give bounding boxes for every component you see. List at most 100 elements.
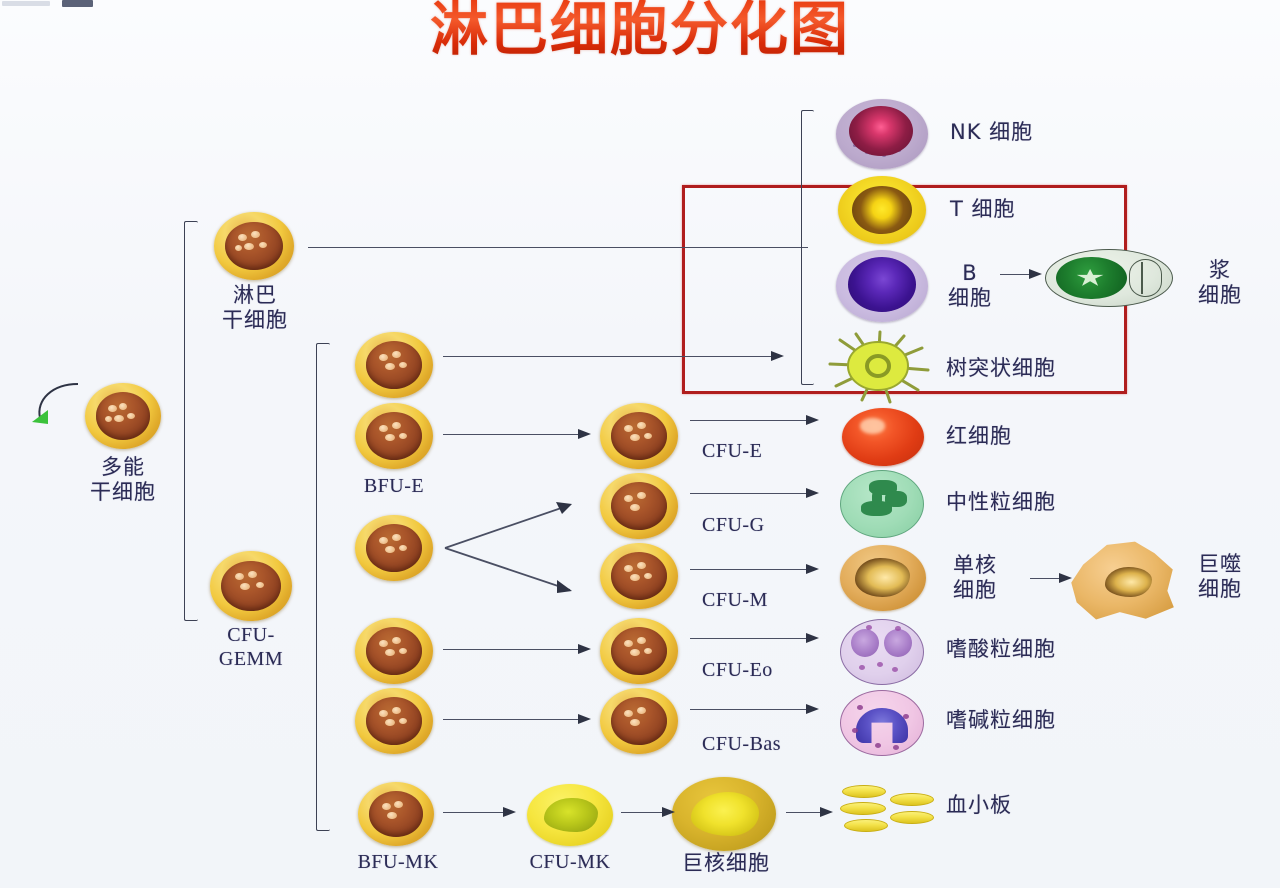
cfu-gemm-icon	[210, 551, 292, 621]
erythrocyte-icon	[842, 408, 924, 466]
arrow-head-b-plasma	[1029, 269, 1042, 279]
bas-progenitor-icon	[355, 688, 433, 754]
arrow-line-cfumk-mega	[621, 812, 665, 813]
cfu-eo-label: CFU-Eo	[702, 659, 773, 681]
lymphoid-connector-line	[308, 247, 808, 248]
plasma-cell-icon	[1045, 249, 1173, 307]
arrow-head-bfu-e-cfu-e	[578, 429, 591, 439]
neutrophil-label: 中性粒细胞	[946, 490, 1056, 514]
page-title: 淋巴细胞分化图	[0, 0, 1280, 63]
monocyte-icon	[840, 545, 926, 611]
cfu-bas-label: CFU-Bas	[702, 733, 782, 755]
cfu-gemm-output-bracket	[316, 343, 330, 831]
cfu-g-icon	[600, 473, 678, 539]
cfu-eo-icon	[600, 618, 678, 684]
basophil-label: 嗜碱粒细胞	[946, 708, 1056, 732]
bfu-e-label: BFU-E	[363, 475, 425, 497]
arrow-head-mega-plt	[820, 807, 833, 817]
cfu-mk-icon	[527, 784, 613, 846]
arrow-line-mega-plt	[786, 812, 824, 813]
platelet-icon	[890, 793, 934, 806]
browser-chrome-fragment	[0, 0, 96, 9]
erythrocyte-label: 红细胞	[946, 424, 1012, 448]
lymphoid-stem-cell-label: 淋巴 干细胞	[222, 283, 288, 332]
cfu-e-label: CFU-E	[702, 440, 763, 462]
plasma-cell-label: 浆 细胞	[1198, 258, 1242, 307]
progenitor-col1-1	[355, 332, 433, 398]
cfu-g-label: CFU-G	[702, 514, 765, 536]
arrow-head-cfu-eo-eos	[806, 633, 819, 643]
macrophage-icon	[1071, 541, 1174, 620]
megakaryocyte-label: 巨核细胞	[682, 851, 770, 875]
macrophage-label: 巨噬 细胞	[1198, 552, 1242, 601]
b-cell-label: B 细胞	[948, 261, 992, 310]
arrow-head-cfu-e-rbc	[806, 415, 819, 425]
arrow-head-eo	[578, 644, 591, 654]
arrow-line-b-plasma	[1000, 274, 1034, 275]
basophil-icon	[840, 690, 924, 756]
eosinophil-icon	[840, 619, 924, 685]
arrow-head-cfu-g-neu	[806, 488, 819, 498]
cfu-m-label: CFU-M	[702, 589, 768, 611]
b-cell-icon	[836, 250, 928, 322]
plasma-er-icon	[1129, 258, 1162, 298]
platelet-icon	[844, 819, 888, 832]
dendritic-cell-label: 树突状细胞	[946, 356, 1056, 380]
arrow-gm-to-cfu-m	[444, 547, 572, 593]
platelet-group-icon	[840, 785, 936, 837]
chrome-bar-dark	[62, 0, 93, 7]
arrow-line-cfu-bas-baso	[690, 709, 810, 710]
eosinophil-label: 嗜酸粒细胞	[946, 637, 1056, 661]
macrophage-nucleus	[1105, 566, 1152, 597]
cfu-e-icon	[600, 403, 678, 469]
gm-progenitor-icon	[355, 515, 433, 581]
platelet-icon	[840, 802, 886, 815]
dendritic-cell-icon	[828, 330, 930, 404]
arrow-line-mono-macro	[1030, 578, 1064, 579]
chrome-bar-light	[2, 1, 50, 6]
platelet-icon	[842, 785, 886, 798]
eo-progenitor-icon	[355, 618, 433, 684]
nk-cell-label: NK 细胞	[950, 120, 1034, 144]
erythrocyte-gloss	[860, 418, 885, 434]
monocyte-nucleus	[854, 557, 910, 598]
pluripotent-stem-cell-label: 多能 干细胞	[90, 455, 156, 504]
arrow-head-dendritic	[771, 351, 784, 361]
cfu-bas-icon	[600, 688, 678, 754]
t-cell-label: T 细胞	[950, 197, 1016, 221]
stem-branch-bracket	[184, 221, 198, 621]
arrow-line-dendritic	[443, 356, 773, 357]
bfu-mk-label: BFU-MK	[357, 851, 439, 873]
bfu-e-icon	[355, 403, 433, 469]
platelet-icon	[890, 811, 934, 824]
page-title-shadow: 淋巴细胞分化图	[0, 0, 1280, 63]
arrow-line-eo	[443, 649, 580, 650]
megakaryocyte-icon	[672, 777, 776, 851]
arrow-head-mono-macro	[1059, 573, 1072, 583]
arrow-head-bfumk-cfumk	[503, 807, 516, 817]
arrow-head-cfu-m-mono	[806, 564, 819, 574]
arrow-line-cfu-e-rbc	[690, 420, 810, 421]
bfu-mk-icon	[358, 782, 434, 846]
lymphoid-stem-cell-icon	[214, 212, 294, 280]
arrow-head-cfumk-mega	[662, 807, 675, 817]
arrow-gm-to-cfu-g	[444, 502, 572, 549]
platelet-label: 血小板	[946, 793, 1012, 817]
neutrophil-icon	[840, 470, 924, 538]
arrow-line-bfumk-cfumk	[443, 812, 505, 813]
cfu-gemm-label: CFU- GEMM	[218, 624, 284, 670]
basophil-nucleus	[855, 707, 909, 744]
arrow-head-cfu-bas-baso	[806, 704, 819, 714]
pluripotent-stem-cell-icon	[85, 383, 161, 449]
monocyte-label: 单核 细胞	[953, 553, 997, 602]
cfu-mk-label: CFU-MK	[529, 851, 611, 873]
lymphoid-output-bracket	[801, 110, 814, 385]
input-arrow-icon	[32, 383, 79, 424]
arrow-line-bfu-e-cfu-e	[443, 434, 580, 435]
t-cell-icon	[838, 176, 926, 244]
arrow-line-bas	[443, 719, 580, 720]
arrow-head-bas	[578, 714, 591, 724]
arrow-line-cfu-eo-eos	[690, 638, 810, 639]
cfu-m-icon	[600, 543, 678, 609]
